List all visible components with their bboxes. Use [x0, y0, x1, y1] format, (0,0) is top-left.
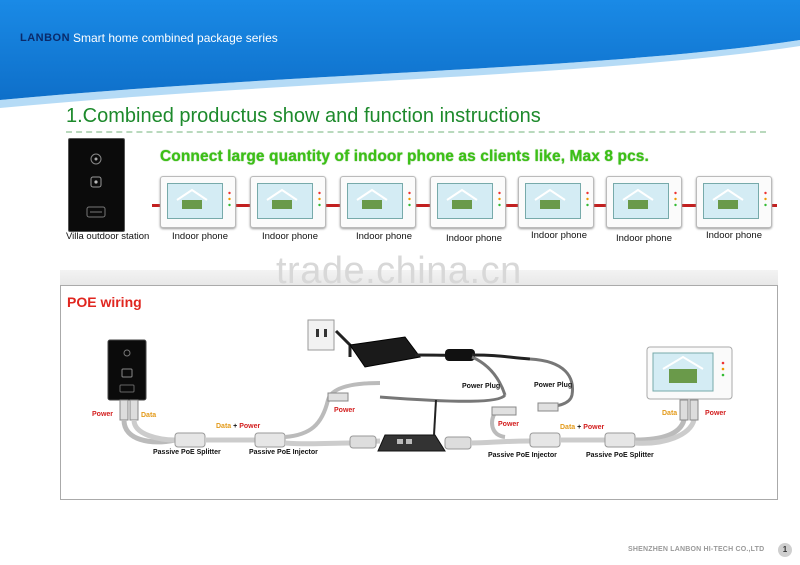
- label-passive-splitter-right: Passive PoE Splitter: [586, 452, 654, 459]
- poe-title: POE wiring: [67, 294, 142, 310]
- router-antenna: [433, 399, 437, 436]
- label-power-right: Power: [705, 410, 727, 417]
- label-data-power-right: Data + Power: [560, 424, 605, 431]
- indoor-caption: Indoor phone: [706, 230, 762, 241]
- page-number: 1: [778, 543, 792, 557]
- label-passive-injector-right: Passive PoE Injector: [488, 452, 557, 459]
- led-icon: [674, 191, 677, 207]
- indoor-caption: Indoor phone: [531, 230, 587, 241]
- watermark: trade.china.cn: [276, 250, 522, 292]
- label-power-right-injector: Power: [498, 421, 520, 428]
- led-icon: [408, 191, 411, 207]
- header-banner: [0, 0, 800, 108]
- house-icon: [534, 188, 566, 209]
- indoor-caption: Indoor phone: [262, 231, 318, 242]
- indoor-caption: Indoor phone: [172, 231, 228, 242]
- passive-poe-injector-right: [529, 432, 561, 448]
- indoor-phone: [430, 176, 506, 228]
- outdoor-station-icon: [86, 153, 106, 218]
- led-icon: [764, 191, 767, 207]
- label-power-plug-right: Power Plug: [534, 382, 573, 389]
- wall-socket: [307, 319, 335, 351]
- led-icon: [318, 191, 321, 207]
- indoor-phone: [518, 176, 594, 228]
- power-adapter: [349, 336, 421, 368]
- indoor-caption: Indoor phone: [356, 231, 412, 242]
- poe-wiring-diagram: [107, 319, 733, 452]
- header-series-title: Smart home combined package series: [73, 31, 278, 45]
- house-icon: [356, 188, 388, 209]
- label-power-plug-left: Power Plug: [462, 383, 501, 390]
- outdoor-station-small: [107, 339, 147, 401]
- outdoor-caption: Villa outdoor station: [66, 231, 150, 242]
- label-passive-injector-left: Passive PoE Injector: [249, 449, 318, 456]
- footer-company: SHENZHEN LANBON HI-TECH CO.,LTD: [628, 546, 765, 553]
- section-title: 1.Combined productus show and function i…: [66, 105, 541, 127]
- passive-poe-injector-left: [254, 432, 286, 448]
- indoor-caption: Indoor phone: [446, 233, 502, 244]
- indoor-phone: [340, 176, 416, 228]
- panel-header-strip: [60, 270, 778, 288]
- indoor-phone: [250, 176, 326, 228]
- label-power-mid: Power: [334, 407, 356, 414]
- house-icon: [266, 188, 298, 209]
- led-icon: [498, 191, 501, 207]
- led-icon: [586, 191, 589, 207]
- indoor-phone: [696, 176, 772, 228]
- indoor-phone: [160, 176, 236, 228]
- indoor-caption: Indoor phone: [616, 233, 672, 244]
- label-data-left: Data: [141, 412, 157, 419]
- headline: Connect large quantity of indoor phone a…: [160, 148, 649, 165]
- brand-logo: LANBON: [20, 32, 71, 44]
- led-icon: [228, 191, 231, 207]
- label-data-power-left: Data + Power: [216, 423, 261, 430]
- passive-poe-splitter-left: [174, 432, 206, 448]
- label-power-left: Power: [92, 411, 114, 418]
- house-icon: [712, 188, 744, 209]
- villa-outdoor-station: [68, 138, 125, 232]
- passive-poe-splitter-right: [604, 432, 636, 448]
- label-passive-splitter-left: Passive PoE Splitter: [153, 449, 221, 456]
- house-icon: [446, 188, 478, 209]
- title-underline: [66, 131, 766, 133]
- label-data-right: Data: [662, 410, 678, 417]
- house-icon: [622, 188, 654, 209]
- indoor-phone: [606, 176, 682, 228]
- house-icon: [176, 188, 208, 209]
